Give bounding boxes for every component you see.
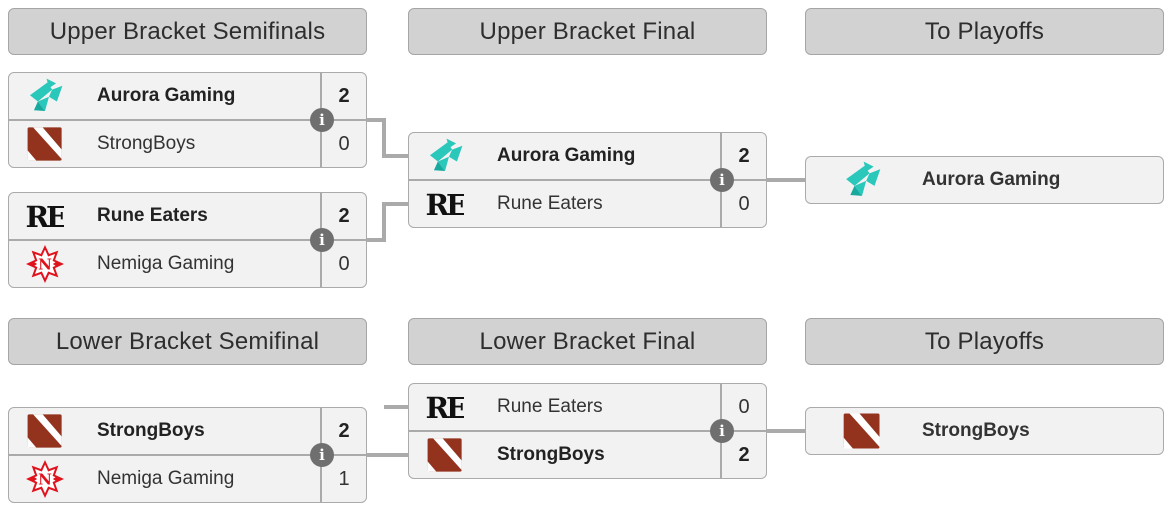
header-label: To Playoffs (924, 327, 1045, 355)
header-lower-bracket-semifinal: Lower Bracket Semifinal (8, 318, 367, 365)
info-icon-glyph: i (319, 230, 325, 249)
team-row-nemiga-gaming[interactable]: Nemiga Gaming 0 (9, 241, 366, 287)
team-score: 2 (720, 133, 766, 179)
connector-line (382, 154, 408, 158)
team-name[interactable]: StrongBoys (97, 133, 196, 154)
match-info-icon[interactable]: i (310, 228, 334, 252)
team-row-rune-eaters[interactable]: Rune Eaters 0 (409, 384, 766, 432)
match-upper-semifinal-1: Aurora Gaming 2 StrongBoys 0 i (8, 72, 367, 168)
strongboys-dota-logo (21, 412, 69, 450)
team-name[interactable]: Rune Eaters (497, 396, 603, 417)
team-name[interactable]: StrongBoys (497, 444, 605, 465)
team-name[interactable]: Aurora Gaming (922, 169, 1061, 190)
strongboys-dota-logo (21, 125, 69, 163)
team-row-rune-eaters[interactable]: Rune Eaters 2 (9, 193, 366, 241)
rune-eaters-logo (21, 197, 69, 235)
team-row-strongboys[interactable]: StrongBoys 0 (9, 121, 366, 167)
nemiga-gaming-logo (21, 245, 69, 283)
aurora-gaming-logo (421, 137, 469, 175)
team-row-strongboys[interactable]: StrongBoys 2 (409, 432, 766, 478)
header-upper-bracket-final: Upper Bracket Final (408, 8, 767, 55)
team-score: 2 (320, 408, 366, 454)
match-upper-final: Aurora Gaming 2 Rune Eaters 0 i (408, 132, 767, 228)
team-score: 0 (320, 121, 366, 167)
header-label: Upper Bracket Semifinals (49, 17, 326, 45)
team-score: 1 (320, 456, 366, 502)
connector-line (382, 202, 408, 206)
team-score: 2 (320, 73, 366, 119)
match-lower-semifinal: StrongBoys 2 Nemiga Gaming 1 i (8, 407, 367, 503)
connector-line (367, 453, 408, 457)
team-name[interactable]: Nemiga Gaming (97, 253, 235, 274)
header-label: Lower Bracket Final (479, 327, 696, 355)
advancing-team-upper[interactable]: Aurora Gaming (805, 156, 1164, 204)
connector-line (384, 405, 408, 409)
team-score: 0 (320, 241, 366, 287)
nemiga-gaming-logo (21, 460, 69, 498)
team-name[interactable]: Aurora Gaming (497, 145, 636, 166)
match-info-icon[interactable]: i (310, 108, 334, 132)
match-info-icon[interactable]: i (710, 168, 734, 192)
connector-line (382, 118, 386, 158)
team-name[interactable]: Aurora Gaming (97, 85, 236, 106)
team-row-rune-eaters[interactable]: Rune Eaters 0 (409, 181, 766, 227)
team-score: 0 (720, 181, 766, 227)
connector-line (767, 178, 805, 182)
rune-eaters-logo (421, 388, 469, 426)
team-row-nemiga-gaming[interactable]: Nemiga Gaming 1 (9, 456, 366, 502)
rune-eaters-logo (421, 185, 469, 223)
header-label: To Playoffs (924, 17, 1045, 45)
header-to-playoffs-upper: To Playoffs (805, 8, 1164, 55)
team-row-strongboys[interactable]: StrongBoys 2 (9, 408, 366, 456)
aurora-gaming-logo (21, 77, 69, 115)
team-name[interactable]: Rune Eaters (497, 193, 603, 214)
match-upper-semifinal-2: Rune Eaters 2 Nemiga Gaming 0 i (8, 192, 367, 288)
team-score: 0 (720, 384, 766, 430)
match-info-icon[interactable]: i (310, 443, 334, 467)
header-label: Upper Bracket Final (479, 17, 696, 45)
team-name[interactable]: StrongBoys (97, 420, 205, 441)
header-to-playoffs-lower: To Playoffs (805, 318, 1164, 365)
team-row-aurora-gaming[interactable]: Aurora Gaming 2 (409, 133, 766, 181)
team-name[interactable]: Rune Eaters (97, 205, 208, 226)
connector-line (367, 238, 386, 242)
team-name[interactable]: StrongBoys (922, 420, 1030, 441)
connector-line (367, 118, 386, 122)
header-upper-bracket-semifinals: Upper Bracket Semifinals (8, 8, 367, 55)
advancing-team-lower[interactable]: StrongBoys (805, 407, 1164, 455)
info-icon-glyph: i (319, 445, 325, 464)
strongboys-dota-logo (838, 411, 886, 451)
header-label: Lower Bracket Semifinal (55, 327, 320, 355)
team-score: 2 (720, 432, 766, 478)
info-icon-glyph: i (719, 421, 725, 440)
team-row-aurora-gaming[interactable]: Aurora Gaming 2 (9, 73, 366, 121)
match-lower-final: Rune Eaters 0 StrongBoys 2 i (408, 383, 767, 479)
info-icon-glyph: i (319, 110, 325, 129)
team-name[interactable]: Nemiga Gaming (97, 468, 235, 489)
header-lower-bracket-final: Lower Bracket Final (408, 318, 767, 365)
match-info-icon[interactable]: i (710, 419, 734, 443)
connector-line (767, 429, 805, 433)
connector-line (382, 202, 386, 242)
strongboys-dota-logo (421, 436, 469, 474)
team-score: 2 (320, 193, 366, 239)
info-icon-glyph: i (719, 170, 725, 189)
aurora-gaming-logo (838, 160, 886, 200)
